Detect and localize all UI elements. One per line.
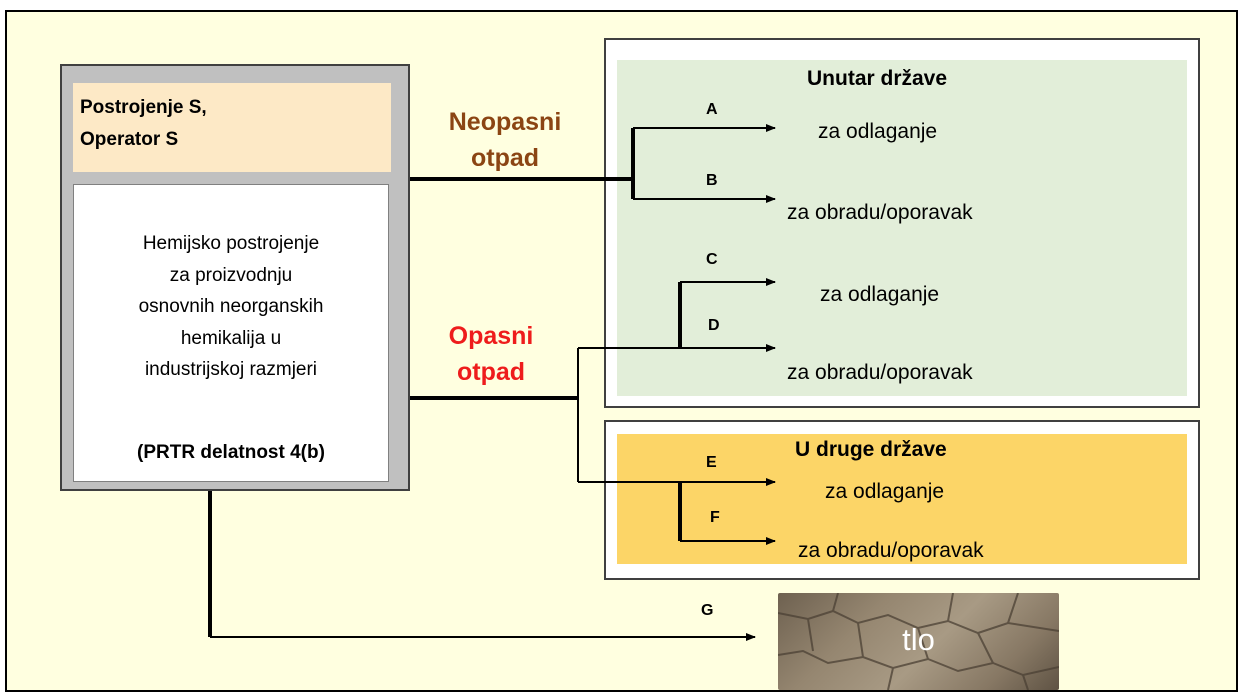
facility-name-line2: Operator S xyxy=(80,129,179,150)
destination-label: za odlaganje xyxy=(825,480,945,503)
route-letter-e: E xyxy=(706,454,717,471)
facility-description: Hemijsko postrojenje za proizvodnju osno… xyxy=(73,228,389,386)
facility-description-line: hemikalija u xyxy=(180,327,282,349)
facility-body xyxy=(73,184,389,482)
destination-label: za obradu/oporavak xyxy=(798,539,984,562)
route-letter-f: F xyxy=(710,509,720,526)
facility-name: Postrojenje S, Operator S xyxy=(80,92,207,156)
facility-description-line: za proizvodnju xyxy=(169,264,293,286)
route-letter-d: D xyxy=(708,317,720,334)
soil-label: tlo xyxy=(902,622,935,657)
foreign-panel-fill xyxy=(617,434,1187,564)
soil-cracks xyxy=(778,593,1059,690)
facility-header xyxy=(73,83,391,172)
soil-image xyxy=(778,593,1059,690)
connector-group xyxy=(208,124,776,641)
route-letter-a: A xyxy=(706,101,718,118)
hazardous-line2: otpad xyxy=(456,358,526,386)
route-letter-g: G xyxy=(701,602,714,619)
destination-label: za obradu/oporavak xyxy=(787,201,973,224)
facility-description-line: Hemijsko postrojenje xyxy=(142,233,320,254)
facility-prtr-activity: (PRTR delatnost 4(b) xyxy=(137,442,325,463)
destination-label: za odlaganje xyxy=(818,120,938,143)
destination-label: za odlaganje xyxy=(820,283,940,306)
route-letter-b: B xyxy=(706,172,718,189)
destination-label: za obradu/oporavak xyxy=(787,361,973,384)
foreign-heading: U druge države xyxy=(795,438,947,461)
facility-description-line: osnovnih neorganskih xyxy=(138,296,324,317)
domestic-heading: Unutar države xyxy=(807,67,948,90)
non-hazardous-waste-label: Neopasni otpad xyxy=(420,104,590,176)
facility-name-line1: Postrojenje S, xyxy=(80,97,207,118)
route-letter-c: C xyxy=(706,251,718,268)
facility-description-line: industrijskoj razmjeri xyxy=(144,359,318,380)
hazardous-waste-label: Opasni otpad xyxy=(406,318,576,390)
domestic-panel-fill xyxy=(617,60,1187,396)
non-hazardous-line1: Neopasni xyxy=(448,108,562,136)
non-hazardous-line2: otpad xyxy=(470,144,540,172)
hazardous-line1: Opasni xyxy=(448,322,534,350)
